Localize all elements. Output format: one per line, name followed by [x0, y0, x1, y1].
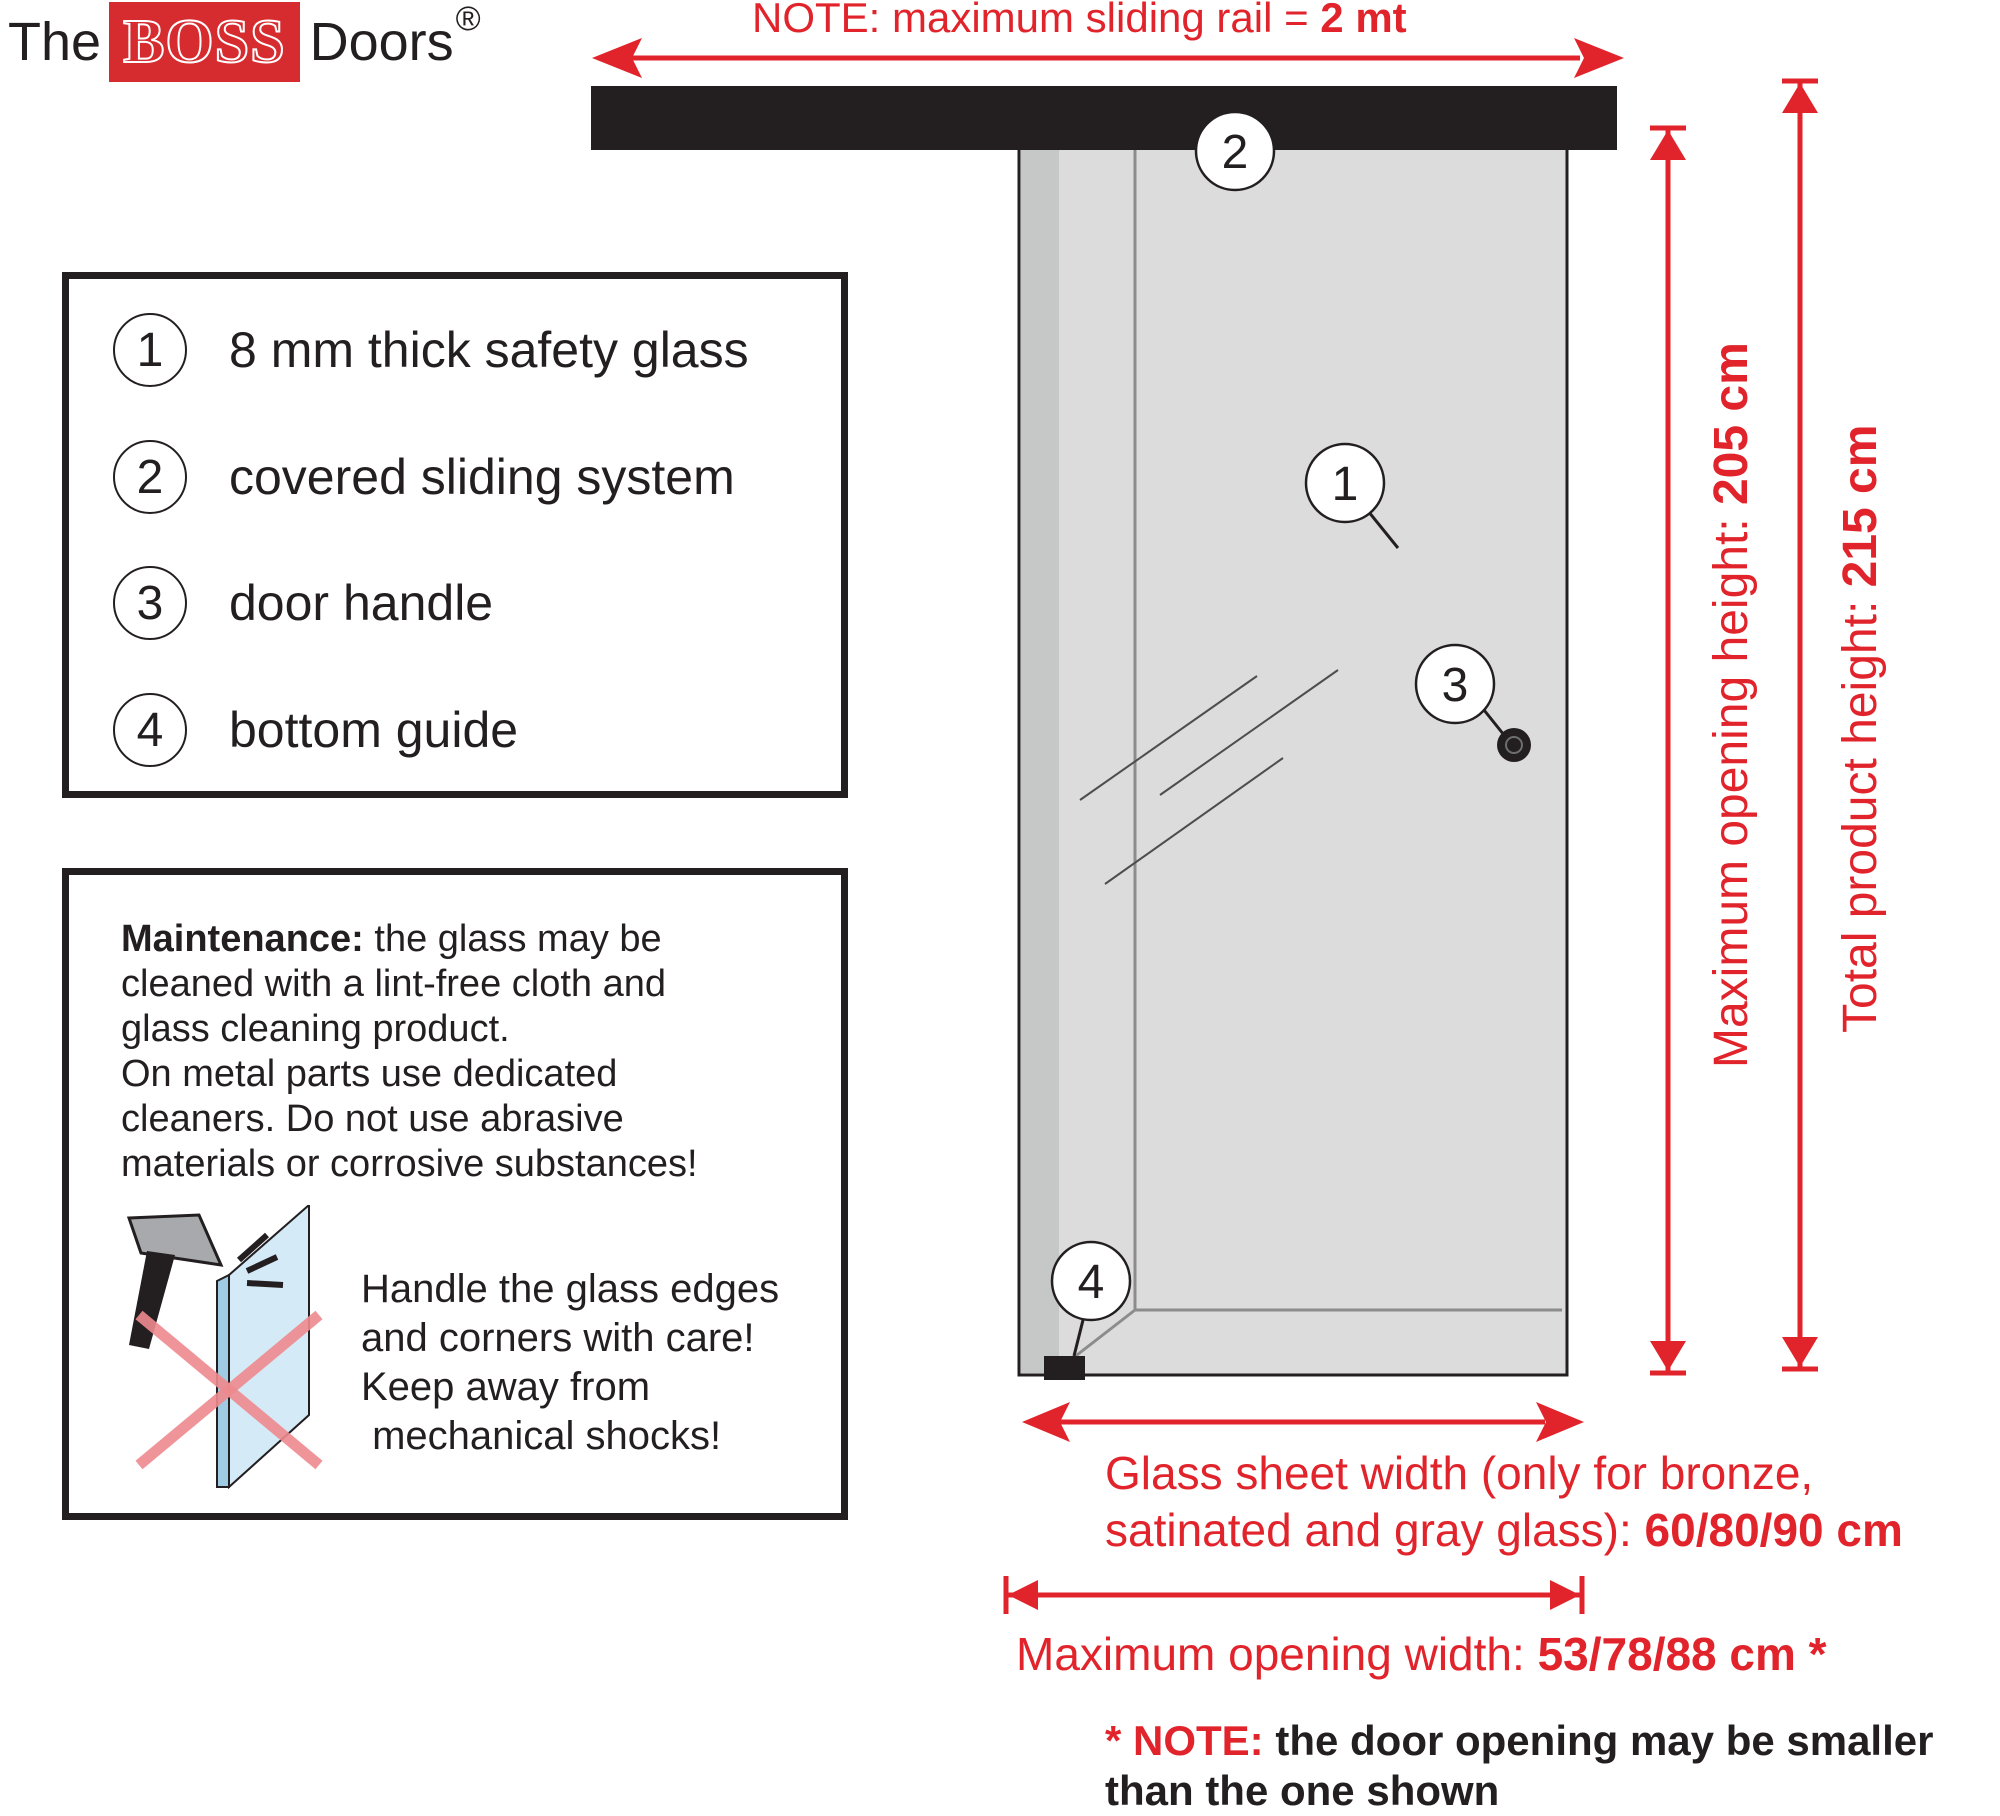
- opening-width-label: Maximum opening width: 53/78/88 cm *: [1016, 1627, 1827, 1681]
- logo-word-doors: Doors: [309, 12, 454, 72]
- glass-width-line: satinated and gray glass):: [1105, 1504, 1645, 1556]
- legend-label: bottom guide: [229, 702, 519, 758]
- svg-text:1: 1: [1332, 458, 1359, 511]
- brand-logo: The BOSS Doors ®: [8, 0, 481, 82]
- callout-1: 1: [1304, 442, 1386, 524]
- logo-word-boss: BOSS: [109, 2, 300, 82]
- bottom-guide-block: [1044, 1356, 1085, 1380]
- glass-width-label: Glass sheet width (only for bronze, sati…: [1105, 1445, 1903, 1559]
- callout-2: 2: [1194, 110, 1276, 192]
- maintenance-line: materials or corrosive substances!: [121, 1143, 698, 1185]
- handling-warning: Handle the glass edges and corners with …: [361, 1265, 841, 1461]
- registered-mark: ®: [455, 0, 481, 38]
- legend-label: covered sliding system: [229, 449, 735, 505]
- warning-line: mechanical shocks!: [361, 1414, 722, 1458]
- warning-line: Keep away from: [361, 1365, 651, 1409]
- logo-word-the: The: [8, 12, 102, 72]
- legend-number: 1: [113, 313, 187, 387]
- maintenance-text: Maintenance: the glass may be cleaned wi…: [121, 917, 821, 1187]
- maintenance-line: cleaners. Do not use abrasive: [121, 1098, 624, 1140]
- glass-width-arrow: [1022, 1402, 1584, 1442]
- door-handle-knob: [1497, 728, 1531, 762]
- opening-width-arrow: [1003, 1576, 1585, 1614]
- legend-item: 2 covered sliding system: [113, 440, 735, 514]
- footnote: * NOTE: the door opening may be smaller …: [1105, 1716, 1933, 1816]
- opening-height-arrow: [1650, 125, 1686, 1376]
- opening-width-value: 53/78/88 cm *: [1537, 1628, 1827, 1680]
- maintenance-line: the glass may be: [363, 918, 662, 960]
- sliding-rail: [591, 86, 1617, 150]
- legend-item: 4 bottom guide: [113, 693, 518, 767]
- warning-line: and corners with care!: [361, 1316, 755, 1360]
- legend-box: 1 8 mm thick safety glass 2 covered slid…: [62, 272, 848, 798]
- footnote-line: the door opening may be smaller: [1263, 1717, 1934, 1764]
- svg-text:3: 3: [1442, 659, 1469, 712]
- maintenance-box: Maintenance: the glass may be cleaned wi…: [62, 868, 848, 1520]
- total-height-arrow: [1782, 78, 1818, 1372]
- rail-note: NOTE: maximum sliding rail = 2 mt: [752, 0, 1407, 42]
- svg-text:2: 2: [1222, 126, 1249, 179]
- legend-number: 2: [113, 440, 187, 514]
- glass-door-panel: [1017, 146, 1569, 1377]
- legend-label: 8 mm thick safety glass: [229, 322, 749, 378]
- legend-item: 1 8 mm thick safety glass: [113, 313, 749, 387]
- rail-width-arrow: [592, 38, 1624, 78]
- maintenance-line: glass cleaning product.: [121, 1008, 510, 1050]
- glass-width-line: Glass sheet width (only for bronze,: [1105, 1447, 1814, 1499]
- footnote-line: than the one shown: [1105, 1767, 1500, 1814]
- glass-width-value: 60/80/90 cm: [1644, 1504, 1903, 1556]
- maintenance-line: On metal parts use dedicated: [121, 1053, 618, 1095]
- total-height-label: Total product height: 215 cm: [1834, 425, 1887, 1033]
- footnote-marker: * NOTE:: [1105, 1717, 1264, 1764]
- legend-label: door handle: [229, 575, 494, 631]
- maintenance-line: cleaned with a lint-free cloth and: [121, 963, 666, 1005]
- maintenance-heading: Maintenance:: [121, 918, 364, 960]
- opening-width-text: Maximum opening width:: [1016, 1628, 1538, 1680]
- warning-line: Handle the glass edges: [361, 1267, 780, 1311]
- callout-3: 3: [1414, 643, 1496, 725]
- svg-text:4: 4: [1078, 1256, 1105, 1309]
- legend-number: 3: [113, 566, 187, 640]
- opening-height-label: Maximum opening height: 205 cm: [1705, 342, 1758, 1068]
- hammer-glass-prohibited-icon: [126, 1205, 323, 1490]
- rail-note-value: 2 mt: [1320, 0, 1407, 41]
- legend-item: 3 door handle: [113, 566, 493, 640]
- rail-note-text: NOTE: maximum sliding rail =: [752, 0, 1321, 41]
- callout-4: 4: [1050, 1240, 1132, 1322]
- legend-number: 4: [113, 693, 187, 767]
